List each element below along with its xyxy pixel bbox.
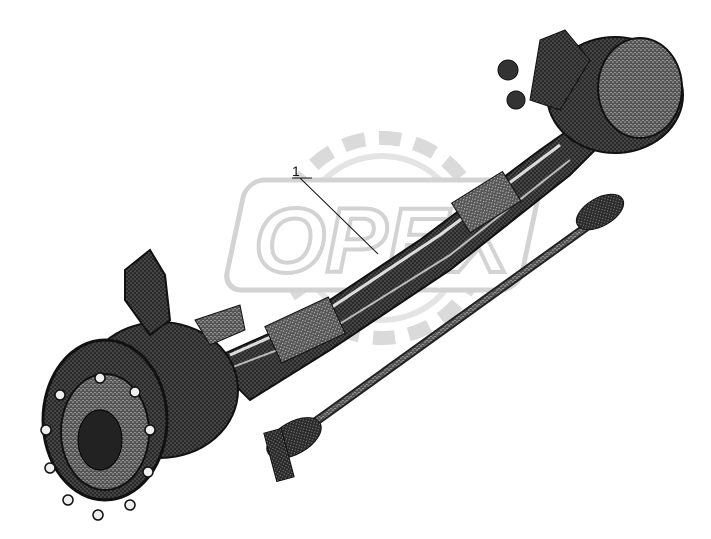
callout-leader: [292, 177, 379, 255]
callout-label-1: 1: [292, 163, 300, 179]
right-brake-drum: [497, 29, 684, 154]
tie-rod: [263, 193, 625, 483]
left-steering-knuckle: [124, 248, 246, 346]
axle-beam: [208, 113, 612, 402]
left-brake-drum: [41, 321, 239, 502]
wheel-studs: [40, 372, 156, 521]
